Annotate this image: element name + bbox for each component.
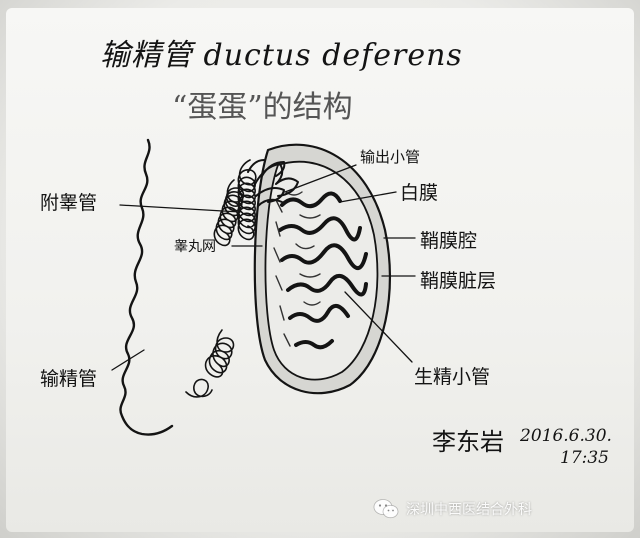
watermark: 深圳中西医结合外科 [372,497,532,521]
page-subtitle: “蛋蛋”的结构 [172,90,353,125]
label-efferent-ductules: 输出小管 [360,148,421,166]
label-ductus-deferens: 输精管 [40,368,98,390]
page-title: 输精管 ductus deferens [100,38,463,73]
label-epididymis: 附睾管 [40,192,98,214]
label-seminiferous-tubules: 生精小管 [414,366,491,388]
label-tunica-vaginalis-cavity: 鞘膜腔 [420,230,478,252]
signature-time: 17:35 [560,448,609,468]
testis-body [264,160,379,381]
wechat-icon [373,499,399,519]
signature-date: 2016.6.30. [520,426,612,446]
leader-lines [111,164,416,371]
ductus-deferens-line [119,138,174,436]
label-rete-testis: 睾丸网 [174,239,216,255]
signature-name: 李东岩 [432,428,504,456]
label-tunica-albuginea: 白膜 [400,182,439,204]
label-tunica-vaginalis-layer: 鞘膜脏层 [420,270,497,292]
watermark-text: 深圳中西医结合外科 [406,502,532,518]
epididymis-coils [185,159,257,398]
seminiferous-tubules-group [278,191,368,350]
